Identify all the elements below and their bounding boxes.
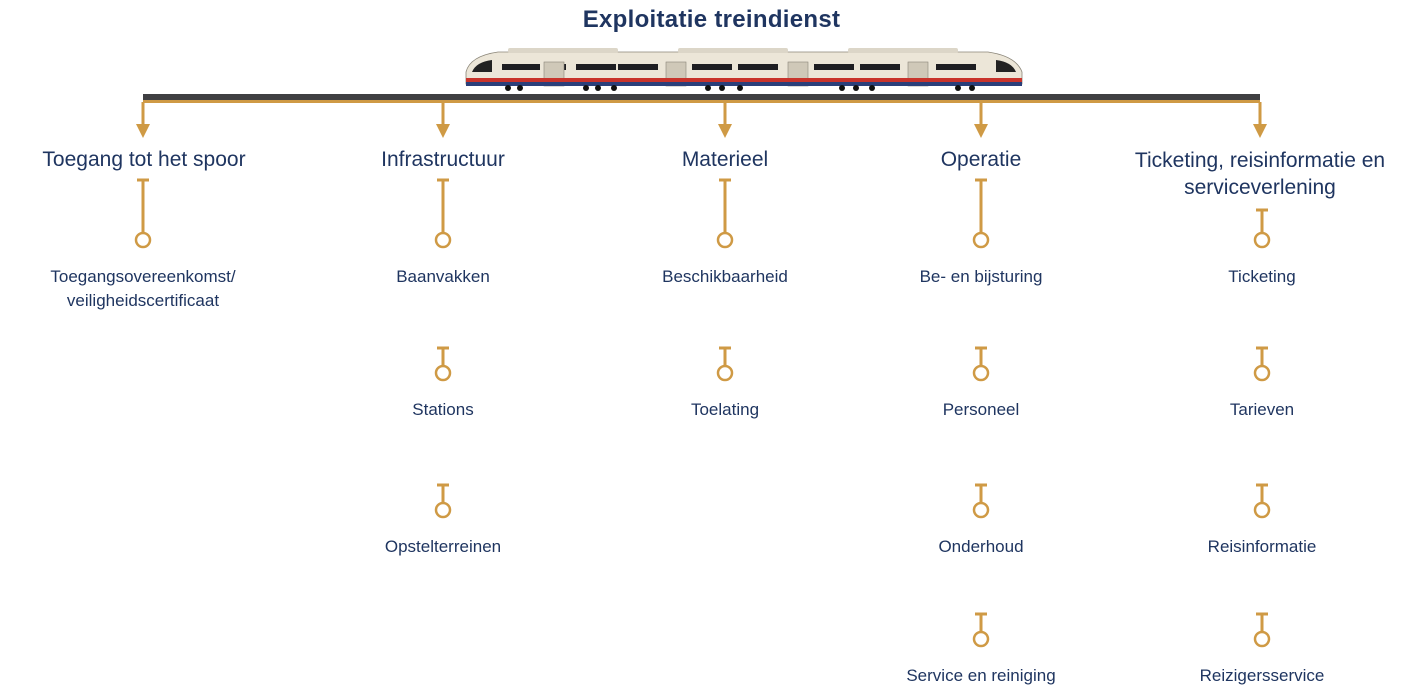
- connector-node: [972, 630, 990, 648]
- branch-arrowhead: [974, 124, 988, 138]
- item-label: Service en reiniging: [906, 666, 1056, 685]
- branch-arrowhead: [718, 124, 732, 138]
- connector-node: [1253, 630, 1271, 648]
- connector-node: [716, 364, 734, 382]
- connector-node: [716, 231, 734, 249]
- item-label: Ticketing: [1228, 267, 1296, 286]
- item-label: Toegangsovereenkomst/ veiligheidscertifi…: [50, 267, 236, 310]
- branch-arrowhead: [136, 124, 150, 138]
- track-line: [143, 94, 1260, 100]
- connector-node: [134, 231, 152, 249]
- connector-node: [1253, 364, 1271, 382]
- connector-node: [434, 231, 452, 249]
- item-label: Reisinformatie: [1207, 537, 1317, 556]
- category-label: Operatie: [940, 148, 1022, 171]
- item-label: Reizigersservice: [1199, 666, 1325, 685]
- category-label: Materieel: [681, 148, 769, 171]
- item-label: Personeel: [942, 400, 1020, 419]
- branch-arrowhead: [436, 124, 450, 138]
- train-illustration: [465, 48, 1023, 91]
- connector-node: [972, 364, 990, 382]
- item-label: Onderhoud: [938, 537, 1024, 556]
- item-label: Beschikbaarheid: [662, 267, 788, 286]
- connector-node: [972, 231, 990, 249]
- connector-node: [1253, 501, 1271, 519]
- item-label: Stations: [412, 400, 474, 419]
- diagram-title: Exploitatie treindienst: [582, 6, 841, 33]
- branch-arrowhead: [1253, 124, 1267, 138]
- item-label: Baanvakken: [396, 267, 490, 286]
- branch-rail: [143, 100, 1260, 103]
- item-label: Be- en bijsturing: [919, 267, 1043, 286]
- category-label: Toegang tot het spoor: [42, 148, 246, 171]
- connector-node: [972, 501, 990, 519]
- connector-node: [434, 364, 452, 382]
- connector-node: [434, 501, 452, 519]
- item-label: Toelating: [690, 400, 760, 419]
- item-label: Tarieven: [1229, 400, 1295, 419]
- category-label: Ticketing, reisinformatie en serviceverl…: [1134, 149, 1386, 199]
- connector-node: [1253, 231, 1271, 249]
- category-label: Infrastructuur: [381, 148, 505, 171]
- item-label: Opstelterreinen: [384, 537, 502, 556]
